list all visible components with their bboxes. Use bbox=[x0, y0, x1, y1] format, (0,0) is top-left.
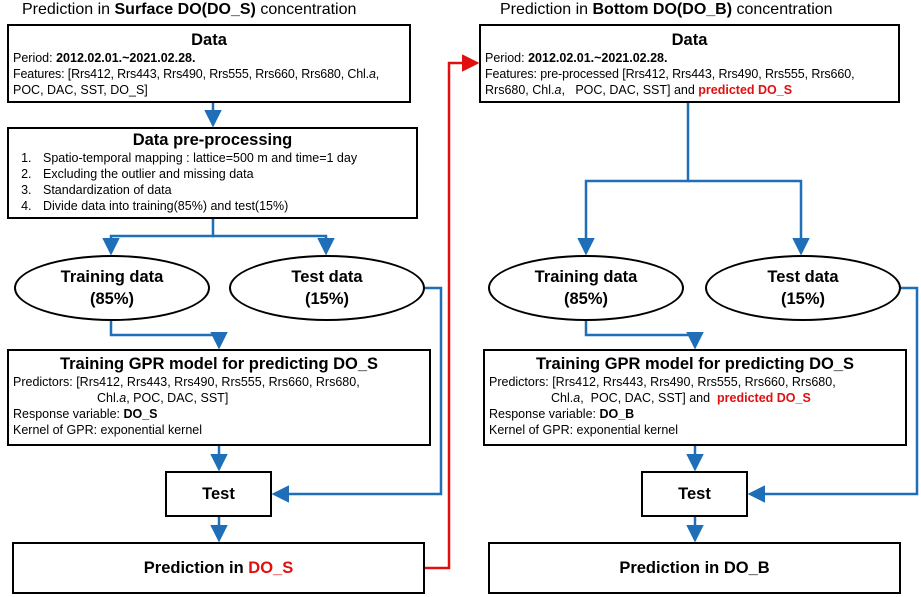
right-features-mid: , POC, DAC, SST] and bbox=[561, 83, 699, 97]
left-gpr-box: Training GPR model for predicting DO_S P… bbox=[7, 349, 431, 446]
right-title-prefix: Prediction in bbox=[500, 1, 593, 18]
right-response-label: Response variable: bbox=[489, 407, 600, 421]
right-period-label: Period: bbox=[485, 51, 529, 65]
left-preprocess-heading: Data pre-processing bbox=[132, 131, 293, 149]
right-kernel: Kernel of GPR: exponential kernel bbox=[489, 423, 678, 437]
left-preprocess-box: Data pre-processing Spatio-temporal mapp… bbox=[7, 127, 418, 219]
right-title-suffix: concentration bbox=[732, 1, 833, 18]
left-step-2: Excluding the outlier and missing data bbox=[35, 166, 416, 182]
left-training-line1: Training data bbox=[60, 268, 164, 286]
arrow-red-left-to-right bbox=[425, 54, 480, 570]
left-predictors-italic: a bbox=[119, 391, 127, 405]
left-period-label: Period: bbox=[13, 51, 57, 65]
right-features-red: predicted DO_S bbox=[698, 83, 793, 97]
left-response-value: DO_S bbox=[123, 407, 158, 421]
left-predictors-line2: Chl.a, POC, DAC, SST] bbox=[9, 390, 429, 406]
right-features-italic: a bbox=[554, 83, 562, 97]
arrow-right-data-split-test bbox=[688, 179, 810, 256]
right-test-box: Test bbox=[641, 471, 748, 517]
arrow-left-split bbox=[102, 219, 215, 256]
right-period-value: 2012.02.01.~2021.02.28. bbox=[528, 51, 668, 65]
right-predictors-mid: , POC, DAC, SST] and bbox=[580, 391, 718, 405]
right-test-line1: Test data bbox=[767, 268, 839, 286]
right-predictors-pre: Chl. bbox=[551, 391, 574, 405]
left-period: Period: 2012.02.01.~2021.02.28. bbox=[9, 50, 409, 66]
right-data-heading: Data bbox=[671, 31, 708, 49]
left-training-line2: (85%) bbox=[89, 290, 134, 308]
left-data-box: Data Period: 2012.02.01.~2021.02.28. Fea… bbox=[7, 24, 411, 103]
right-prediction-box: Prediction in DO_B bbox=[488, 542, 901, 594]
left-test-line1: Test data bbox=[291, 268, 363, 286]
left-prediction-prefix: Prediction in bbox=[143, 558, 244, 577]
right-training-ellipse: Training data (85%) bbox=[488, 255, 684, 321]
left-response: Response variable: DO_S bbox=[9, 406, 429, 422]
left-test-ellipse: Test data (15%) bbox=[229, 255, 425, 321]
right-gpr-heading: Training GPR model for predicting DO_S bbox=[535, 355, 855, 373]
right-test-line2: (15%) bbox=[780, 290, 825, 308]
left-step-1: Spatio-temporal mapping : lattice=500 m … bbox=[35, 150, 416, 166]
right-response-value: DO_B bbox=[599, 407, 635, 421]
left-step-3: Standardization of data bbox=[35, 182, 416, 198]
left-preprocess-steps: Spatio-temporal mapping : lattice=500 m … bbox=[9, 150, 416, 214]
left-response-label: Response variable: bbox=[13, 407, 124, 421]
arrow-left-split-test bbox=[213, 234, 335, 256]
left-predictors-line1: Predictors: [Rrs412, Rrs443, Rrs490, Rrs… bbox=[13, 375, 360, 389]
left-predictors-post: , POC, DAC, SST] bbox=[126, 391, 229, 405]
left-gpr-heading: Training GPR model for predicting DO_S bbox=[59, 355, 379, 373]
arrow-left-testdata-to-test bbox=[271, 286, 443, 503]
left-title: Prediction in Surface DO(DO_S) concentra… bbox=[22, 1, 356, 19]
left-prediction-value: DO_S bbox=[248, 558, 294, 577]
right-training-line1: Training data bbox=[534, 268, 638, 286]
right-data-box: Data Period: 2012.02.01.~2021.02.28. Fea… bbox=[479, 24, 900, 103]
left-predictors-pre: Chl. bbox=[97, 391, 120, 405]
left-title-suffix: concentration bbox=[255, 1, 357, 18]
right-predictors-italic: a bbox=[573, 391, 581, 405]
left-step-4: Divide data into training(85%) and test(… bbox=[35, 198, 416, 214]
arrow-left-training-to-gpr bbox=[109, 321, 228, 350]
right-response: Response variable: DO_B bbox=[485, 406, 905, 422]
right-predictors-line2: Chl.a, POC, DAC, SST] and predicted DO_S bbox=[485, 390, 905, 406]
left-kernel: Kernel of GPR: exponential kernel bbox=[13, 423, 202, 437]
arrow-right-testdata-to-test bbox=[747, 286, 919, 503]
right-gpr-box: Training GPR model for predicting DO_S P… bbox=[483, 349, 907, 446]
arrow-right-training-to-gpr bbox=[584, 321, 704, 350]
left-features-text: Features: [Rrs412, Rrs443, Rrs490, Rrs55… bbox=[13, 67, 369, 81]
right-features-pre: Rrs680, Chl. bbox=[485, 83, 555, 97]
right-predictors-line1: Predictors: [Rrs412, Rrs443, Rrs490, Rrs… bbox=[489, 375, 836, 389]
left-features-line2: POC, DAC, SST, DO_S] bbox=[13, 83, 148, 97]
left-title-bold: Surface DO(DO_S) bbox=[114, 1, 256, 18]
right-period: Period: 2012.02.01.~2021.02.28. bbox=[481, 50, 898, 66]
right-title-bold: Bottom DO(DO_B) bbox=[592, 1, 733, 18]
left-period-value: 2012.02.01.~2021.02.28. bbox=[56, 51, 196, 65]
left-data-heading: Data bbox=[191, 31, 227, 49]
left-prediction-box: Prediction in DO_S bbox=[12, 542, 425, 594]
left-training-ellipse: Training data (85%) bbox=[14, 255, 210, 321]
arrow-right-data-split bbox=[577, 103, 690, 256]
left-features-post: , bbox=[375, 67, 380, 81]
left-title-prefix: Prediction in bbox=[22, 1, 115, 18]
right-features-line2: Rrs680, Chl.a, POC, DAC, SST] and predic… bbox=[481, 82, 898, 98]
left-features-italic: a bbox=[368, 67, 376, 81]
right-training-line2: (85%) bbox=[563, 290, 608, 308]
right-test-ellipse: Test data (15%) bbox=[705, 255, 901, 321]
left-test-line2: (15%) bbox=[304, 290, 349, 308]
right-features-line1: Features: pre-processed [Rrs412, Rrs443,… bbox=[485, 67, 855, 81]
right-predictors-red: predicted DO_S bbox=[717, 391, 811, 405]
right-title: Prediction in Bottom DO(DO_B) concentrat… bbox=[500, 1, 833, 19]
left-features-line1: Features: [Rrs412, Rrs443, Rrs490, Rrs55… bbox=[9, 66, 409, 82]
left-test-box: Test bbox=[165, 471, 272, 517]
